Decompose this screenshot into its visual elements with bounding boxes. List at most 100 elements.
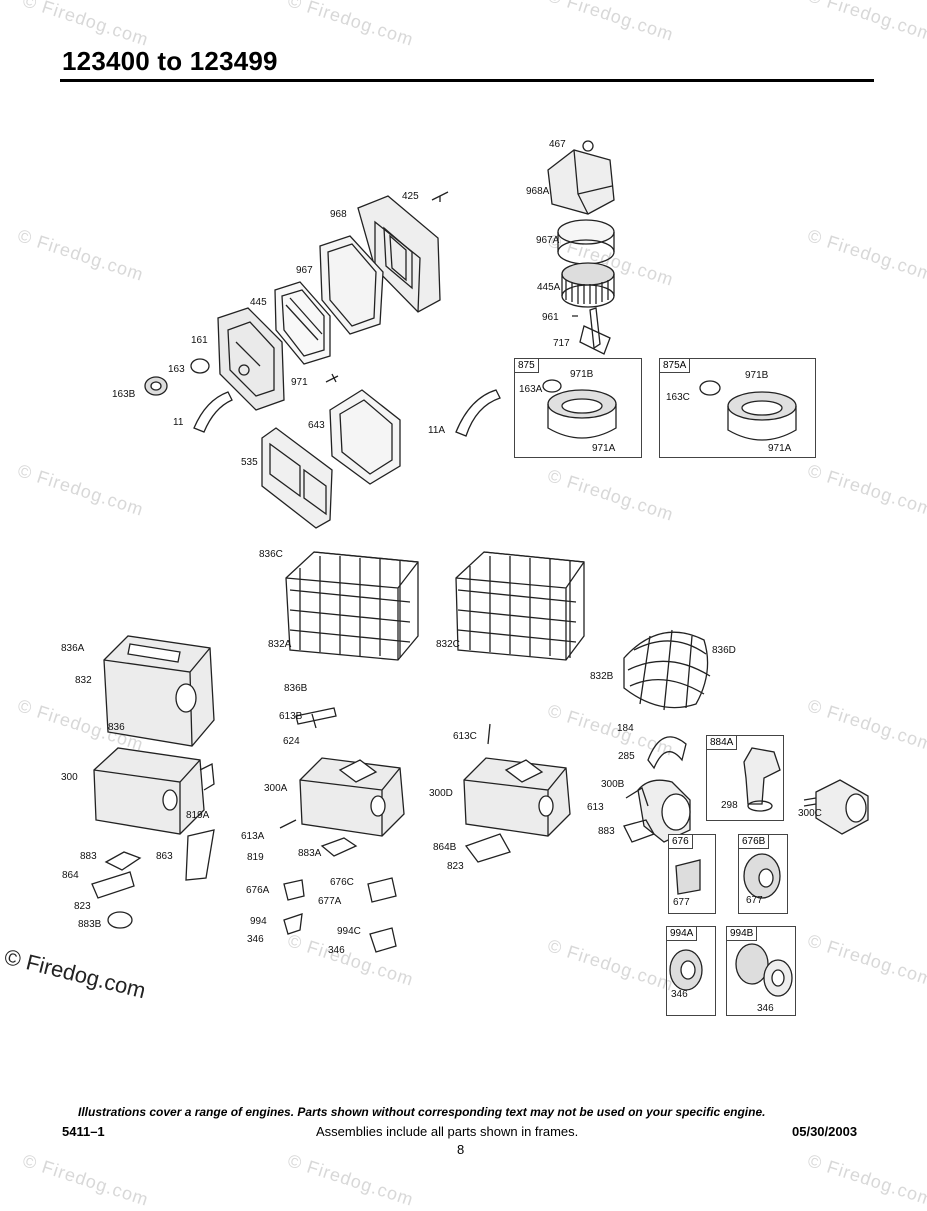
part-label: 819A	[186, 810, 210, 821]
deflector-994a-drawing	[670, 950, 702, 990]
part-label: 823	[74, 901, 91, 912]
part-label: 445A	[537, 282, 561, 293]
tube-11a-drawing	[456, 390, 500, 436]
frame-994a-tag: 994A	[667, 927, 698, 941]
footer-document-code: 5411–1	[62, 1124, 105, 1139]
part-label: 677	[746, 895, 763, 906]
part-label: 11A	[428, 425, 446, 436]
gasket-883-right-drawing	[624, 820, 654, 842]
part-label: 624	[283, 736, 300, 747]
deflector-994b-drawing	[736, 944, 792, 996]
frame-994b: 994B	[726, 926, 796, 1016]
gasket-883a-drawing	[322, 838, 356, 856]
part-label: 968A	[526, 186, 550, 197]
part-label: 300C	[798, 808, 822, 819]
part-label: 425	[402, 191, 419, 202]
muffler-300d-drawing	[464, 758, 570, 836]
part-label: 883	[598, 826, 615, 837]
part-label: 613B	[279, 711, 303, 722]
frame-884a-tag: 884A	[707, 736, 738, 750]
part-label: 864B	[433, 842, 457, 853]
frame-875-tag: 875	[515, 359, 539, 373]
part-label: 832A	[268, 639, 292, 650]
gasket-883-drawing	[106, 852, 140, 870]
bracket-864b-drawing	[466, 834, 510, 862]
page-number: 8	[457, 1142, 465, 1157]
part-label: 613	[587, 802, 604, 813]
part-label: 883A	[298, 848, 322, 859]
precleaner-445-drawing	[275, 282, 330, 364]
footer-assemblies-note: Assemblies include all parts shown in fr…	[316, 1124, 579, 1139]
part-label: 836C	[259, 549, 283, 560]
part-label: 968	[330, 209, 347, 220]
page-title: 123400 to 123499	[62, 46, 278, 76]
part-label: 676A	[246, 885, 270, 896]
shield-676b-drawing	[744, 854, 780, 898]
part-label: 11	[173, 417, 184, 428]
part-label: 163A	[519, 384, 543, 395]
part-label: 717	[553, 338, 570, 349]
frame-994b-tag: 994B	[727, 927, 758, 941]
part-label: 967	[296, 265, 313, 276]
bolt-425-drawing	[432, 192, 448, 202]
filter-967a-drawing	[558, 220, 614, 264]
tube-11-drawing	[194, 392, 232, 432]
nut-467-drawing	[583, 141, 593, 151]
part-label: 445	[250, 297, 267, 308]
part-label: 863	[156, 851, 173, 862]
part-label: 971A	[768, 443, 792, 454]
frame-884a: 884A	[706, 735, 784, 821]
part-label: 836D	[712, 645, 736, 656]
part-label: 163B	[112, 389, 136, 400]
shield-676-drawing	[676, 860, 700, 894]
bracket-717b-drawing	[580, 326, 610, 354]
shield-676a-drawing	[284, 880, 304, 900]
guard-832c-drawing	[456, 552, 584, 660]
part-label: 163	[168, 364, 185, 375]
gasket-624-drawing	[296, 708, 336, 724]
part-label: 613A	[241, 831, 265, 842]
clamp-285-drawing	[648, 737, 686, 768]
screen-535-drawing	[262, 428, 332, 528]
frame-875a: 875A	[659, 358, 816, 458]
guard-832a-drawing	[286, 552, 418, 660]
part-label: 298	[721, 800, 738, 811]
part-label: 535	[241, 457, 258, 468]
part-label: 613C	[453, 731, 477, 742]
filter-445a-drawing	[562, 263, 614, 307]
part-label: 967A	[536, 235, 560, 246]
part-label: 300A	[264, 783, 288, 794]
footer-date: 05/30/2003	[792, 1124, 858, 1139]
bracket-864-drawing	[92, 872, 134, 898]
muffler-300a-drawing	[300, 758, 404, 836]
frame-676b-tag: 676B	[739, 835, 770, 849]
footer-disclaimer: Illustrations cover a range of engines. …	[78, 1105, 766, 1119]
part-label: 643	[308, 420, 325, 431]
gasket-883b-drawing	[108, 912, 132, 928]
part-label: 184	[617, 723, 634, 734]
part-label: 971B	[570, 369, 594, 380]
part-label: 300D	[429, 788, 453, 799]
part-label: 823	[447, 861, 464, 872]
muffler-832-drawing	[104, 636, 214, 746]
frame-875: 875	[514, 358, 642, 458]
part-label: 994C	[337, 926, 361, 937]
part-label: 161	[191, 335, 208, 346]
part-label: 676C	[330, 877, 354, 888]
deflector-994-drawing	[284, 914, 302, 934]
shield-676c-drawing	[368, 878, 396, 902]
part-label: 346	[328, 945, 345, 956]
deflector-994c-drawing	[370, 928, 396, 952]
gasket-163-drawing	[191, 359, 209, 373]
elbow-884a-drawing	[744, 748, 780, 811]
part-label: 883B	[78, 919, 102, 930]
part-label: 836B	[284, 683, 308, 694]
base-875a-drawing	[700, 381, 796, 440]
part-label: 677	[673, 897, 690, 908]
bracket-863-drawing	[186, 830, 214, 880]
part-label: 994	[250, 916, 267, 927]
part-label: 971A	[592, 443, 616, 454]
frame-875a-tag: 875A	[660, 359, 691, 373]
part-label: 346	[671, 989, 688, 1000]
